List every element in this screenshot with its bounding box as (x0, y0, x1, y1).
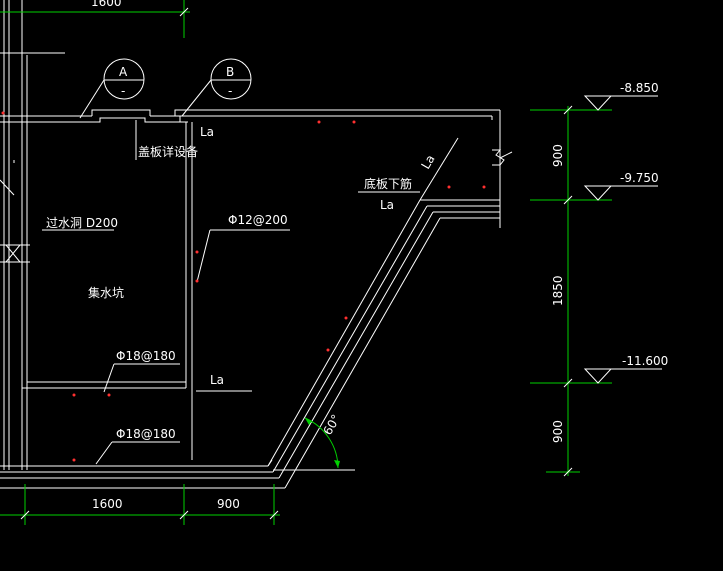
left-wall-lines (0, 0, 65, 470)
angle-arrow-bottom (334, 460, 340, 468)
angle-label: 60° (320, 412, 343, 437)
dim-vert-bottom: 900 (551, 420, 565, 443)
bottom-rebar-label: 底板下筋 (364, 176, 412, 191)
callout-b-letter: B (226, 65, 234, 79)
callout-a-sub: - (121, 84, 125, 98)
drain-hole-label: 过水洞 D200 (46, 216, 118, 230)
rebar-18a-label: Φ18@180 (116, 349, 176, 363)
sump-pit (22, 381, 186, 389)
angle-arrow-top (305, 418, 312, 425)
dim-bottom-right: 900 (217, 497, 240, 511)
cover-plate-label: 盖板详设备 (138, 144, 198, 159)
la-pit-label: La (210, 373, 224, 387)
slope-and-bottom (0, 137, 500, 489)
dim-vert-top: 900 (551, 144, 565, 167)
callout-b[interactable]: B - (181, 58, 252, 117)
vertical-dimension: 900 1850 900 (530, 105, 612, 477)
bottom-dimension: 1600 900 (0, 484, 280, 525)
callout-b-sub: - (228, 84, 232, 98)
dim-top-partial: 1600 (91, 0, 122, 9)
top-dimension: 1600 (0, 0, 190, 38)
elevation-3: -11.600 (622, 354, 668, 368)
elevation-marker-3: -11.600 (583, 354, 668, 384)
rebar-dots (1, 111, 486, 462)
rebar-18b-leader-diag (95, 441, 113, 465)
callout-a[interactable]: A - (79, 58, 145, 119)
break-line (499, 151, 513, 159)
elevation-2: -9.750 (620, 171, 659, 185)
sump-label: 集水坑 (88, 285, 124, 300)
la-bottom-rebar-label: La (380, 198, 394, 212)
rebar-12-leader-diag (196, 229, 211, 283)
rebar-18b-label: Φ18@180 (116, 427, 176, 441)
dim-bottom-left: 1600 (92, 497, 123, 511)
rebar-18a-leader-diag (103, 363, 115, 393)
la-top-label: La (200, 125, 214, 139)
dim-vert-mid: 1850 (551, 275, 565, 306)
elevation-marker-1: -8.850 (583, 81, 659, 111)
top-slab (22, 109, 501, 460)
elevation-marker-2: -9.750 (583, 171, 659, 201)
rebar-12-label: Φ12@200 (228, 213, 288, 227)
callout-a-letter: A (119, 65, 128, 79)
la-slope-label: La (418, 152, 437, 171)
elevation-1: -8.850 (620, 81, 659, 95)
break-symbol (492, 149, 505, 166)
